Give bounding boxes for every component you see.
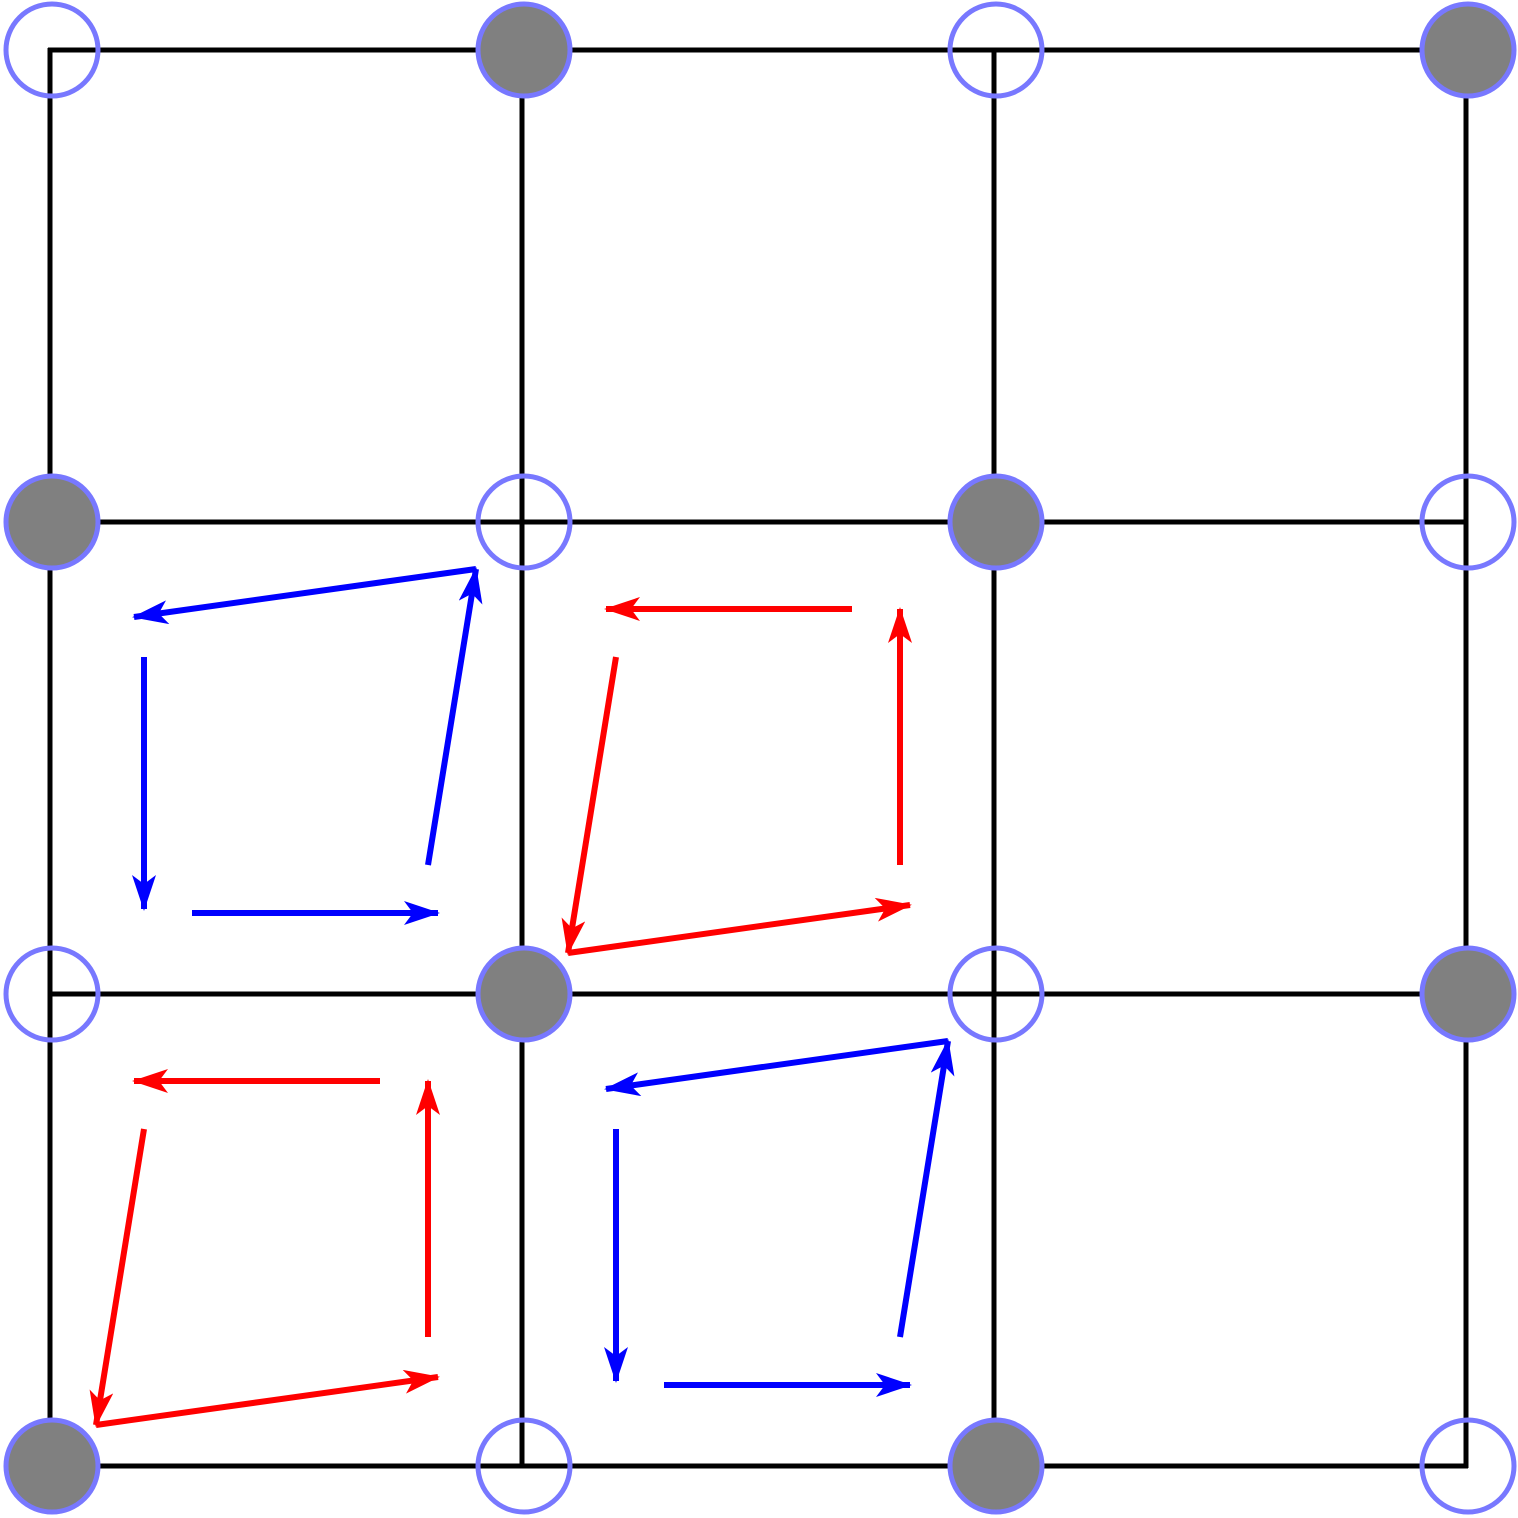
arrow-top-leg <box>132 566 477 625</box>
site-empty <box>1419 473 1517 571</box>
site-filled <box>3 1417 101 1515</box>
arrow-left-leg <box>561 656 619 955</box>
plaquette-arrows <box>89 566 955 1428</box>
site-empty <box>475 1417 573 1515</box>
arrow-left-leg <box>89 1128 147 1427</box>
site-empty <box>3 945 101 1043</box>
site-empty <box>3 1 101 99</box>
arrow-right-leg <box>425 567 483 866</box>
site-filled <box>947 473 1045 571</box>
site-filled <box>475 945 573 1043</box>
site-filled <box>1419 945 1517 1043</box>
site-empty <box>947 1 1045 99</box>
site-empty <box>475 473 573 571</box>
site-filled <box>3 473 101 571</box>
arrow-bottom-leg <box>95 1369 440 1428</box>
arrow-right-leg <box>897 1039 955 1338</box>
lattice-grid <box>47 47 1469 1469</box>
site-empty <box>947 945 1045 1043</box>
site-filled <box>1419 1 1517 99</box>
arrow-bottom-leg <box>567 897 912 956</box>
lattice-sites <box>3 1 1517 1515</box>
arrow-top-leg <box>604 1038 949 1097</box>
site-filled <box>475 1 573 99</box>
site-empty <box>1419 1417 1517 1515</box>
site-filled <box>947 1417 1045 1515</box>
